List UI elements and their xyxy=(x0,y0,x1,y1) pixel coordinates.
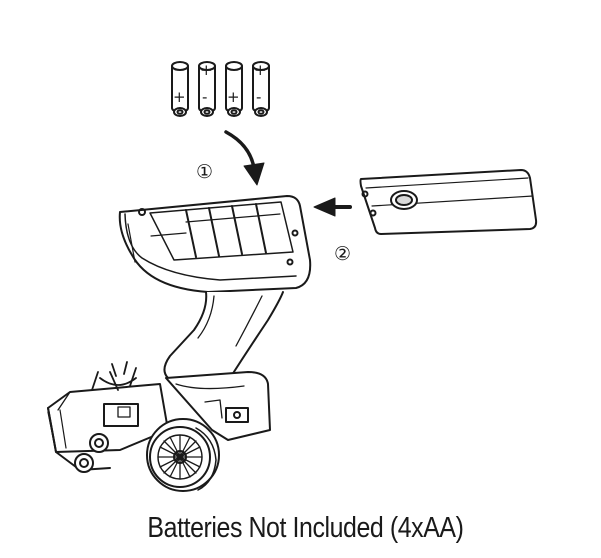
battery-2 xyxy=(198,61,216,117)
insert-batteries-arrow xyxy=(224,130,265,186)
step-2-number: ② xyxy=(334,243,351,265)
battery-3-top-polarity: - xyxy=(229,60,234,78)
controller-handle xyxy=(163,291,284,379)
battery-3-bottom-polarity: + xyxy=(227,88,240,106)
battery-compartment xyxy=(118,195,312,293)
battery-2-top-polarity: + xyxy=(200,61,213,79)
battery-4-top-polarity: + xyxy=(254,61,267,79)
controller-body xyxy=(47,361,271,473)
attach-cover-arrow xyxy=(313,197,352,217)
aa-batteries: - + + - - + + - xyxy=(171,60,270,117)
battery-1-bottom-polarity: + xyxy=(173,88,186,106)
battery-2-bottom-polarity: - xyxy=(202,88,207,106)
step-1-number: ① xyxy=(196,161,213,183)
battery-3 xyxy=(225,61,243,117)
steering-wheel xyxy=(146,418,220,492)
battery-1 xyxy=(171,61,189,117)
battery-4-bottom-polarity: - xyxy=(256,88,261,106)
battery-cover xyxy=(359,169,538,235)
batteries-not-included-caption: Batteries Not Included (4xAA) xyxy=(147,512,464,544)
battery-4 xyxy=(252,61,270,117)
battery-1-top-polarity: - xyxy=(174,60,179,78)
